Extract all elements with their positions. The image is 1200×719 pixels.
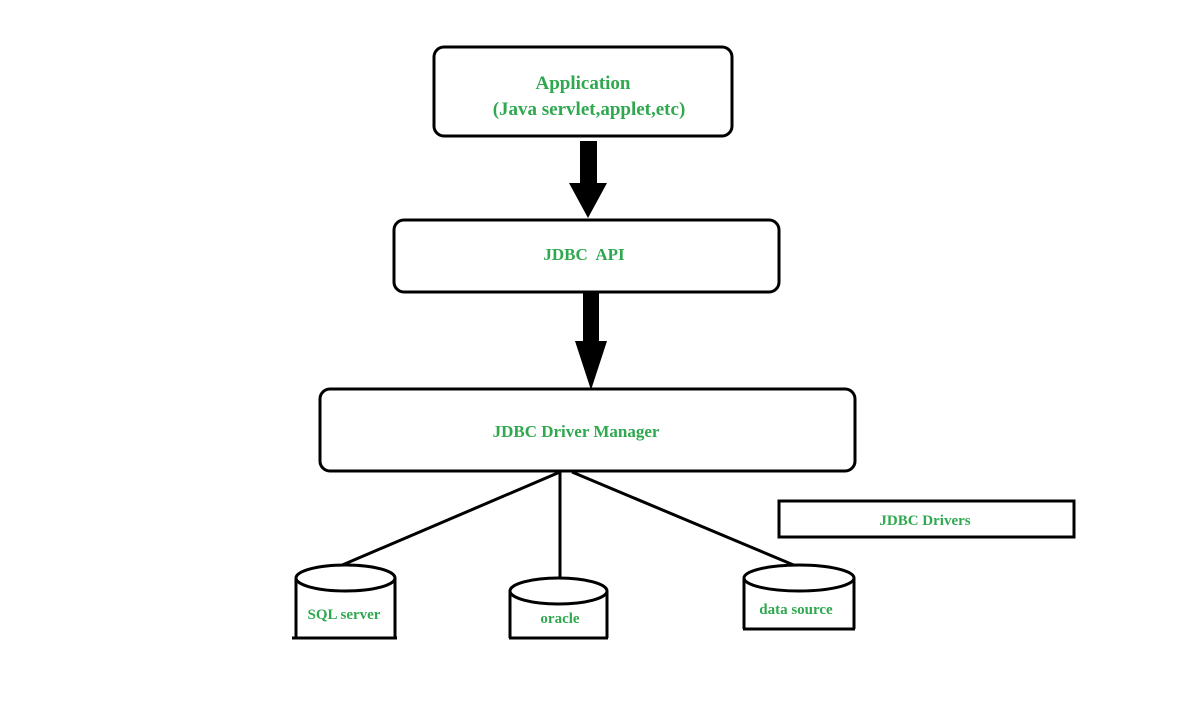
driver-connectors — [339, 470, 797, 580]
cylinder-sides — [294, 578, 397, 638]
connector-sql-server — [339, 470, 561, 568]
application-title: Application — [535, 73, 630, 94]
jdbc-api-label: JDBC API — [543, 245, 625, 264]
jdbc-drivers-box — [777, 499, 1076, 539]
arrow-shaft — [583, 293, 599, 343]
application-node: Application (Java servlet,applet,etc) — [432, 45, 734, 138]
arrow-application-to-api — [569, 141, 607, 218]
cylinder-top — [294, 563, 397, 593]
oracle-label: oracle — [540, 611, 579, 627]
connector-data-source — [571, 470, 797, 568]
driver-manager-node: JDBC Driver Manager — [318, 387, 857, 473]
jdbc-api-node: JDBC API — [392, 218, 781, 294]
data-source-label: data source — [759, 602, 833, 618]
database-data-source: data source — [742, 563, 856, 631]
application-subtitle: (Java servlet,applet,etc) — [493, 99, 686, 120]
arrow-head — [569, 183, 607, 218]
jdbc-api-box — [392, 218, 781, 294]
sql-server-label: SQL server — [308, 607, 381, 623]
arrow-shaft — [580, 141, 597, 185]
application-box — [432, 45, 734, 138]
arrow-head — [575, 341, 607, 390]
cylinder-top — [508, 576, 609, 606]
jdbc-drivers-node: JDBC Drivers — [777, 499, 1076, 539]
driver-manager-box — [318, 387, 857, 473]
cylinder-top — [742, 563, 856, 593]
driver-manager-label: JDBC Driver Manager — [493, 422, 660, 441]
jdbc-drivers-label: JDBC Drivers — [879, 513, 970, 529]
arrow-api-to-manager — [575, 293, 607, 390]
cylinder-sides — [508, 591, 609, 638]
cylinder-sides — [742, 578, 856, 629]
database-sql-server: SQL server — [292, 563, 397, 640]
database-oracle: oracle — [508, 576, 609, 640]
